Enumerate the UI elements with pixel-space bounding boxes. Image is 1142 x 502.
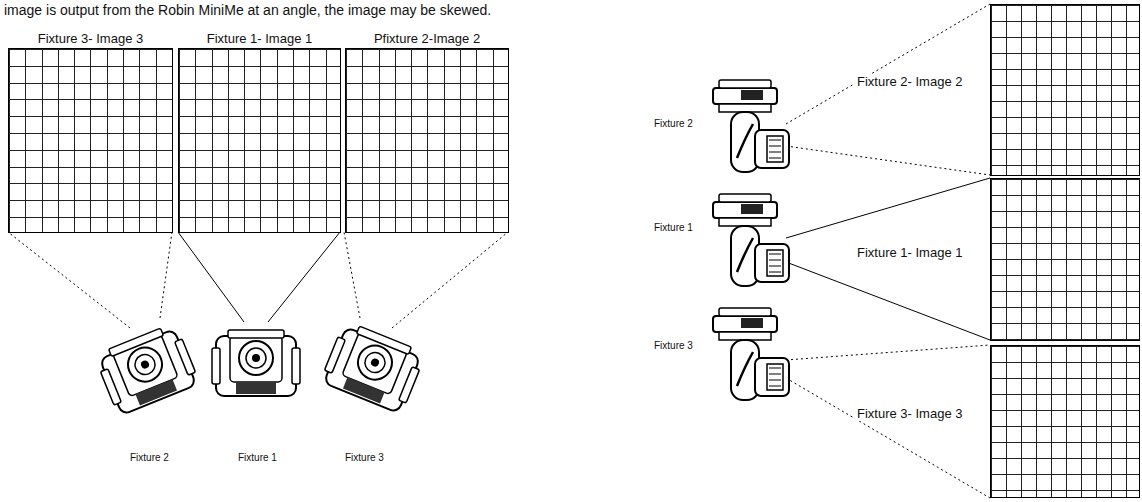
image-grid: Fixture 3- Image 3 — [8, 48, 173, 233]
image-title: Fixture 2- Image 2 — [855, 74, 965, 89]
image-grid: Fixture 1- Image 1 — [990, 178, 1140, 341]
fixture-label: Fixture 1 — [238, 452, 277, 463]
image-grid: Pfixture 2-Image 2 — [345, 48, 509, 233]
fixture-label: Fixture 1 — [654, 222, 693, 233]
note-text: image is output from the Robin MiniMe at… — [4, 2, 491, 18]
image-title: Fixture 3- Image 3 — [9, 31, 172, 46]
fixture-label: Fixture 2 — [654, 118, 693, 129]
fixture-label: Fixture 3 — [345, 452, 384, 463]
image-title: Fixture 3- Image 3 — [855, 406, 965, 421]
fixture-label: Fixture 3 — [654, 340, 693, 351]
image-grid: Fixture 1- Image 1 — [178, 48, 341, 233]
image-title: Fixture 1- Image 1 — [855, 245, 965, 260]
image-grid: Fixture 3- Image 3 — [990, 345, 1140, 498]
image-grid: Fixture 2- Image 2 — [990, 4, 1140, 176]
fixture-label: Fixture 2 — [130, 452, 169, 463]
image-title: Pfixture 2-Image 2 — [346, 31, 508, 46]
image-title: Fixture 1- Image 1 — [179, 31, 340, 46]
